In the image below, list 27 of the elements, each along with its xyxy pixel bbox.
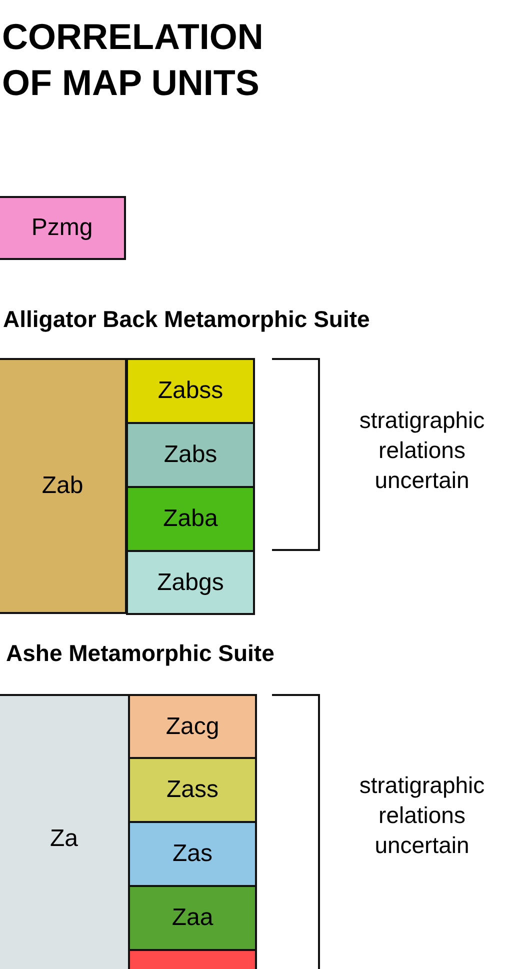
map-unit-box: [128, 885, 257, 951]
map-unit-box: [126, 422, 255, 488]
note-text: stratigraphic relations uncertain: [358, 406, 486, 495]
unit-label: Zas: [172, 840, 212, 868]
map-unit-box: [126, 486, 255, 552]
suite-heading: Alligator Back Metamorphic Suite: [3, 306, 371, 333]
unit-label: Zass: [166, 776, 218, 804]
title: CORRELATION OF MAP UNITS: [2, 15, 264, 105]
unit-label: Zacg: [166, 712, 220, 740]
map-unit-box: [128, 694, 257, 759]
unit-label: Zabss: [158, 377, 224, 405]
suite-heading: Ashe Metamorphic Suite: [6, 640, 276, 667]
map-unit-box: [128, 757, 257, 823]
map-unit-box: [0, 196, 126, 260]
map-unit-box: [128, 821, 257, 887]
map-unit-box: [0, 358, 127, 614]
map-unit-box: [126, 550, 255, 615]
unit-label: Zab: [42, 472, 84, 500]
note-text: stratigraphic relations uncertain: [358, 771, 486, 860]
unit-label: Zaba: [163, 505, 218, 533]
map-unit-box: [0, 694, 130, 969]
unit-label: Za: [50, 825, 78, 853]
unit-label: Zaa: [172, 904, 214, 932]
unit-label: Pzmg: [31, 214, 93, 242]
map-unit-box: [126, 358, 255, 424]
unit-label: Zabs: [164, 441, 218, 469]
unit-label: Zabgs: [157, 568, 224, 596]
